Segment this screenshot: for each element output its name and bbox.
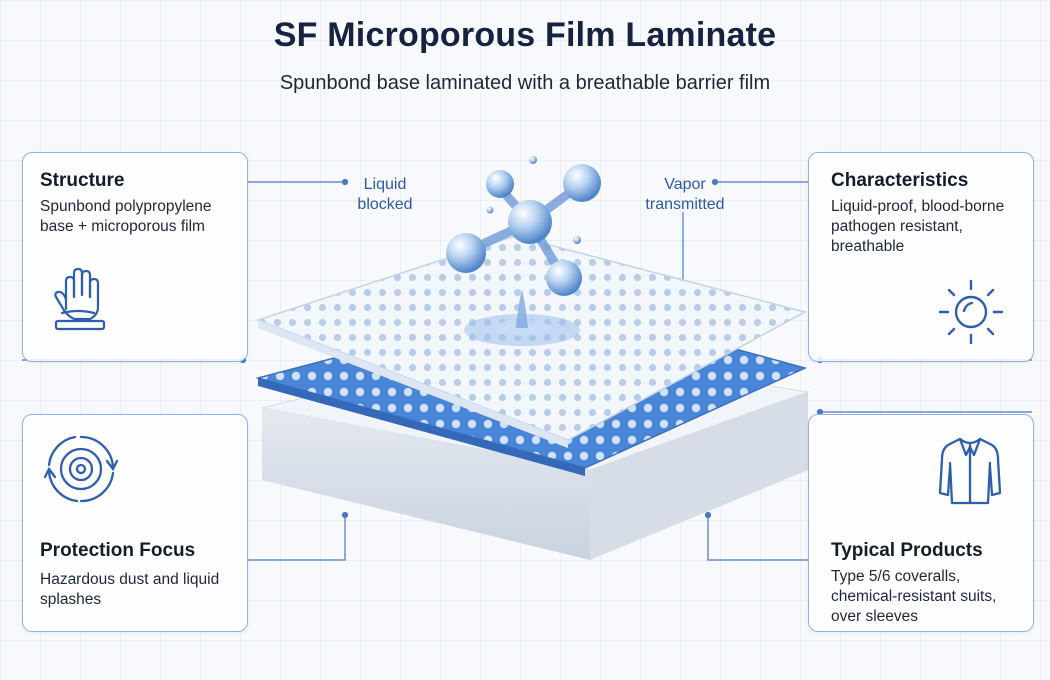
coverall-jacket-icon — [938, 437, 1002, 505]
structure-heading: Structure — [40, 170, 125, 191]
protection-focus-heading: Protection Focus — [40, 540, 196, 561]
typical-products-card: Typical Products Type 5/6 coveralls, che… — [808, 414, 1034, 632]
water-splash — [464, 290, 580, 346]
glove-hand-icon — [54, 267, 106, 331]
vapor-molecule — [446, 156, 601, 296]
characteristics-card: Characteristics Liquid-proof, blood-born… — [808, 152, 1034, 362]
vapor-transmitted-callout: Vapor transmitted — [630, 175, 740, 215]
page-subtitle: Spunbond base laminated with a breathabl… — [279, 72, 771, 94]
structure-body: Spunbond polypropylene base + microporou… — [40, 198, 212, 235]
typical-products-body: Type 5/6 coveralls, chemical-resistant s… — [831, 568, 997, 625]
typical-products-heading: Typical Products — [831, 540, 983, 561]
page-title: SF Microporous Film Laminate — [273, 16, 777, 54]
target-rings-icon — [43, 435, 119, 503]
characteristics-body: Liquid-proof, blood-borne pathogen resis… — [831, 198, 1005, 255]
vapor-transmitted-text: Vapor transmitted — [645, 176, 725, 213]
protection-focus-body: Hazardous dust and liquid splashes — [40, 571, 220, 608]
protection-focus-card: Protection Focus Hazardous dust and liqu… — [22, 414, 248, 632]
sun-icon — [938, 279, 1004, 345]
liquid-blocked-text: Liquid blocked — [357, 176, 413, 213]
liquid-blocked-callout: Liquid blocked — [340, 175, 430, 215]
structure-card: Structure Spunbond polypropylene base + … — [22, 152, 248, 362]
characteristics-heading: Characteristics — [831, 170, 969, 191]
